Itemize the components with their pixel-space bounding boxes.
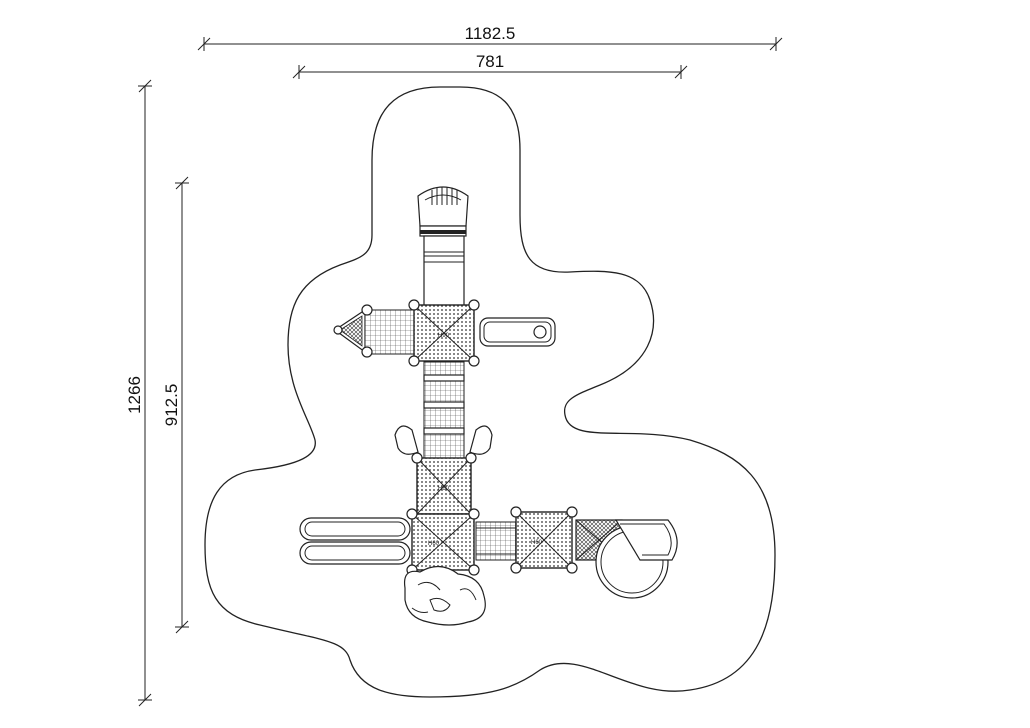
connecting-bridge [475, 521, 517, 561]
middle-platform-label: H60 [438, 486, 450, 492]
tube-tunnel [423, 235, 465, 307]
structure-height-label: 912.5 [162, 384, 181, 427]
lower-left-platform-label: H60 [428, 541, 440, 547]
dimension-structure-width: 781 [292, 52, 688, 79]
dimension-structure-height: 912.5 [162, 176, 189, 634]
top-platform-label: H90 [438, 333, 450, 339]
double-slide [299, 517, 411, 565]
lower-left-platform: H60 [406, 508, 480, 576]
top-slide [479, 317, 556, 347]
dimension-overall-height: 1266 [125, 79, 152, 707]
dimension-overall-width: 1182.5 [197, 24, 783, 51]
lower-right-platform-label: H60 [531, 540, 543, 546]
overall-width-label: 1182.5 [465, 24, 516, 43]
top-platform: H90 [408, 299, 480, 367]
spiral-slide [595, 519, 678, 599]
overall-height-label: 1266 [125, 376, 144, 414]
climbing-net-vertical [423, 361, 465, 459]
climbing-rock [403, 565, 486, 626]
safety-zone-outline [204, 86, 776, 698]
middle-platform: H60 [411, 452, 477, 515]
structure-width-label: 781 [476, 52, 504, 71]
climbing-holds [394, 425, 493, 455]
left-top-attachment [333, 304, 416, 358]
lower-right-platform: H60 [510, 506, 578, 574]
tower-roof [417, 186, 469, 237]
